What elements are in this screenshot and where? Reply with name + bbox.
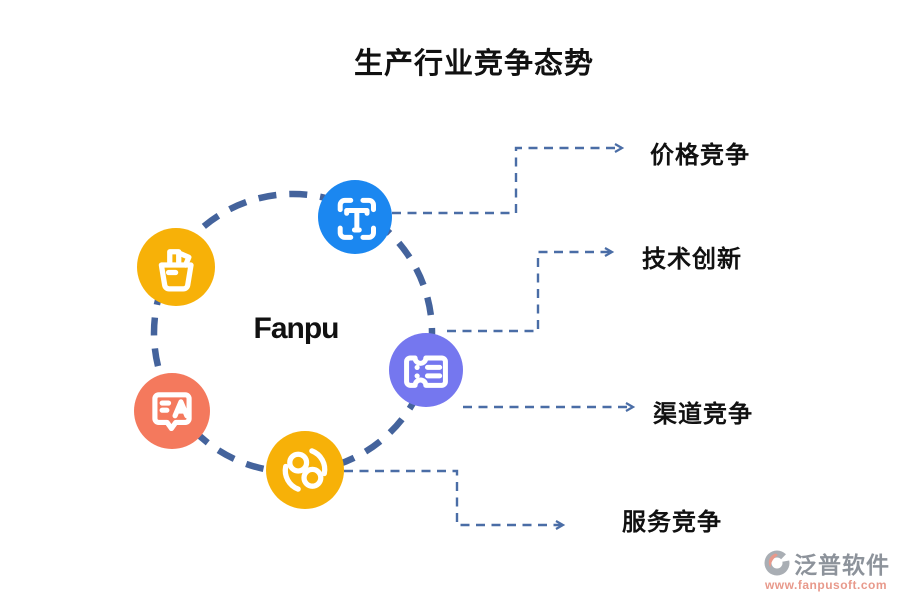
diagram-title: 生产行业竞争态势 [353, 48, 595, 80]
sync-icon [282, 448, 328, 492]
center-brand-label: Fanpu [253, 312, 340, 345]
watermark-brand: 泛普软件 [794, 552, 890, 578]
text-scan-icon [337, 197, 376, 240]
connector-service [344, 469, 566, 530]
connector-tech [447, 247, 615, 333]
ticket-icon [404, 355, 448, 388]
basket-node [137, 228, 215, 306]
ticket-node [389, 333, 463, 407]
translate-chat-node [134, 373, 210, 449]
connector-price [392, 143, 625, 215]
label-tech-innovation: 技术创新 [642, 246, 742, 273]
label-service-competition: 服务竞争 [622, 509, 722, 536]
label-channel-competition: 渠道竞争 [653, 401, 753, 428]
translate-chat-icon [152, 392, 192, 432]
label-price-competition: 价格竞争 [650, 142, 750, 169]
text-scan-node [318, 180, 392, 254]
sync-node [266, 431, 344, 509]
basket-icon [158, 249, 194, 292]
watermark-url: www.fanpusoft.com [764, 578, 888, 592]
fanpu-logo-icon [762, 548, 792, 578]
watermark: 泛普软件 www.fanpusoft.com [762, 546, 890, 592]
